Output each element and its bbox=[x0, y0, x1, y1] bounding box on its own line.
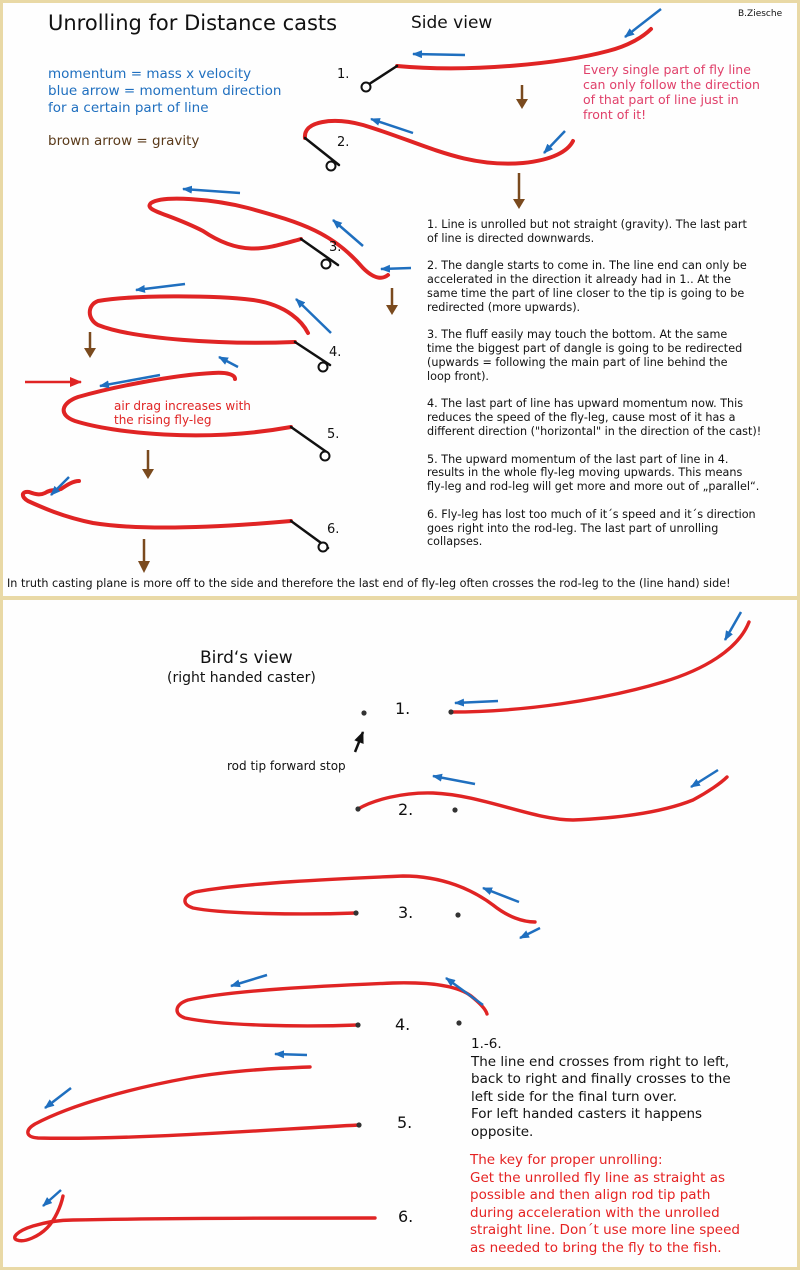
explanation-line: 4. The last part of line has upward mome… bbox=[427, 397, 744, 411]
explanation-line: accelerated in the direction it already … bbox=[427, 273, 731, 287]
side-view-panel: B.Ziesche Unrolling for Distance casts S… bbox=[3, 3, 797, 596]
bird-number-5: 5. bbox=[397, 1113, 413, 1132]
rod-tip-pointer-arrow bbox=[353, 731, 365, 753]
side-stage-2 bbox=[303, 119, 575, 172]
side-stage-4 bbox=[87, 294, 332, 373]
explanation-line: 5. The upward momentum of the last part … bbox=[427, 452, 729, 466]
bird-number-4: 4. bbox=[395, 1015, 411, 1034]
side-red-note: Every single part of fly line can only f… bbox=[583, 62, 760, 122]
explanation-line: 6. Fly-leg has lost too much of it´s spe… bbox=[427, 507, 756, 521]
bird-number-2: 2. bbox=[398, 800, 414, 819]
gravity-arrows bbox=[88, 85, 524, 561]
rod-tip-dots bbox=[361, 710, 462, 1026]
explanation-line bbox=[427, 246, 761, 260]
bird-stage-5 bbox=[26, 1065, 362, 1140]
bird-stage-4 bbox=[175, 981, 489, 1028]
bird-title: Bird‘s view bbox=[200, 648, 293, 668]
explanation-line: time the biggest part of dangle is going… bbox=[427, 342, 743, 356]
side-stage-1 bbox=[360, 27, 653, 93]
side-stage-6 bbox=[20, 479, 330, 553]
explanation-line: reduces the speed of the fly-leg, cause … bbox=[427, 411, 736, 425]
side-number-6: 6. bbox=[327, 522, 340, 537]
birds-view-drawing bbox=[13, 611, 751, 1243]
explanation-line: of line is directed downwards. bbox=[427, 231, 595, 245]
side-explanation: 1. Line is unrolled but not straight (gr… bbox=[427, 218, 761, 549]
bird-stage-2 bbox=[355, 775, 729, 822]
page-title: Unrolling for Distance casts bbox=[48, 11, 338, 35]
side-view-label: Side view bbox=[411, 13, 493, 33]
explanation-line: results in the whole fly-leg moving upwa… bbox=[427, 466, 743, 480]
explanation-line bbox=[427, 384, 761, 398]
explanation-line bbox=[427, 315, 761, 329]
air-drag-note: air drag increases with the rising fly-l… bbox=[114, 399, 251, 427]
explanation-line: redirected (more upwards). bbox=[427, 300, 581, 314]
author-credit: B.Ziesche bbox=[738, 9, 783, 19]
side-stage-5 bbox=[61, 370, 331, 462]
side-footer-note: In truth casting plane is more off to th… bbox=[7, 577, 731, 590]
explanation-line: different direction ("horizontal" in the… bbox=[427, 424, 762, 438]
legend-momentum: momentum = mass x velocity bbox=[48, 66, 252, 82]
explanation-line bbox=[427, 439, 761, 453]
legend-brown: brown arrow = gravity bbox=[48, 133, 200, 149]
bird-subtitle: (right handed caster) bbox=[167, 670, 316, 686]
side-number-5: 5. bbox=[327, 427, 340, 442]
momentum-arrows bbox=[50, 8, 662, 496]
bird-momentum-arrows bbox=[42, 611, 743, 1207]
side-stage-3 bbox=[147, 196, 390, 280]
explanation-line: 1. Line is unrolled but not straight (gr… bbox=[427, 218, 747, 231]
side-number-4: 4. bbox=[329, 345, 342, 360]
legend-blue-2: for a certain part of line bbox=[48, 100, 209, 116]
explanation-line: fly-leg and rod-leg will get more and mo… bbox=[427, 480, 760, 494]
bird-number-6: 6. bbox=[398, 1207, 414, 1226]
explanation-line: loop front). bbox=[427, 369, 489, 383]
rod-tip-label: rod tip forward stop bbox=[227, 759, 346, 773]
legend-blue-1: blue arrow = momentum direction bbox=[48, 83, 282, 99]
birds-view-panel: Bird‘s view (right handed caster) rod ti… bbox=[3, 600, 797, 1267]
side-view-drawing bbox=[20, 8, 662, 573]
bird-stage-1 bbox=[448, 620, 751, 715]
explanation-line: (upwards = following the main part of li… bbox=[427, 355, 728, 369]
side-number-3: 3. bbox=[329, 240, 342, 255]
bird-note-black: 1.-6. The line end crosses from right to… bbox=[471, 1036, 731, 1140]
explanation-line: same time the part of line closer to the… bbox=[427, 286, 745, 300]
explanation-line: 3. The fluff easily may touch the bottom… bbox=[427, 328, 728, 342]
bird-note-red: The key for proper unrolling: Get the un… bbox=[470, 1152, 740, 1256]
bird-stage-3 bbox=[183, 874, 537, 924]
bird-number-1: 1. bbox=[395, 699, 411, 718]
side-number-1: 1. bbox=[337, 67, 350, 82]
explanation-line: collapses. bbox=[427, 535, 483, 549]
gravity-arrow-heads bbox=[84, 99, 528, 573]
explanation-line: goes right into the rod-leg. The last pa… bbox=[427, 521, 719, 535]
bird-stage-6 bbox=[13, 1194, 377, 1243]
explanation-line: 2. The dangle starts to come in. The lin… bbox=[427, 259, 747, 273]
explanation-line bbox=[427, 494, 761, 508]
side-number-2: 2. bbox=[337, 135, 350, 150]
bird-number-3: 3. bbox=[398, 903, 414, 922]
